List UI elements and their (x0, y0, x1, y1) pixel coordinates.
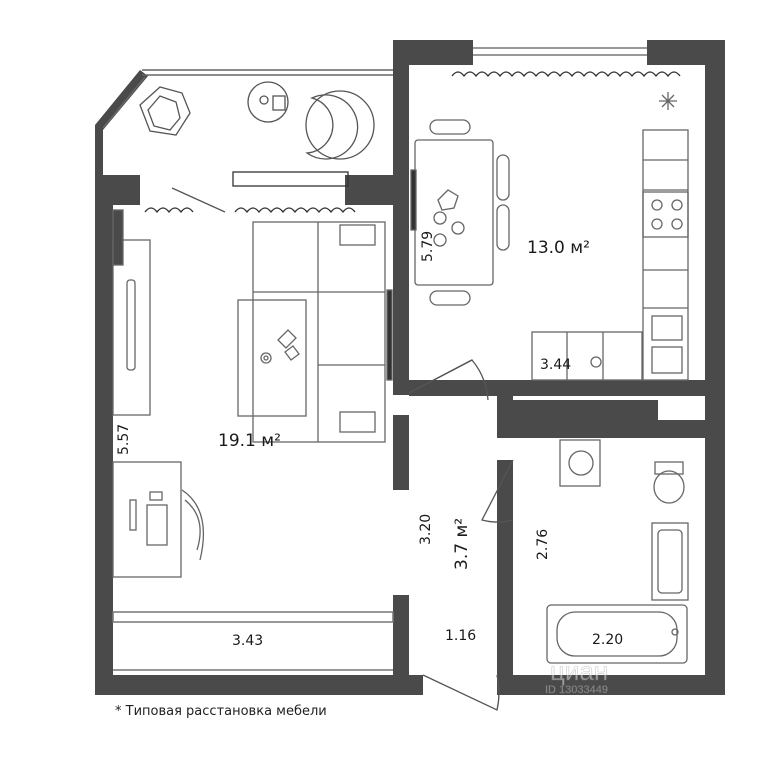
balcony-outline (102, 69, 393, 129)
dimension-hall-width: 1.16 (445, 628, 476, 644)
furniture-footnote: * Типовая расстановка мебели (115, 704, 327, 719)
hall-area-label: 3.7 м² (452, 518, 472, 570)
watermark-brand: циан (550, 656, 608, 686)
watermark-id: ID 13033449 (545, 684, 608, 696)
doors (171, 187, 514, 711)
dimension-living-height: 5.57 (116, 424, 132, 455)
balcony-furniture (139, 81, 375, 160)
windows (112, 47, 647, 671)
living-furniture (112, 209, 393, 578)
dimension-bath-width: 2.20 (592, 632, 623, 648)
watermark: циан ID 13033449 (545, 656, 609, 697)
dimension-kitchen-width: 3.44 (540, 357, 571, 373)
curtains (144, 71, 681, 214)
dimension-hall-height: 3.20 (418, 514, 434, 545)
bathroom-fixtures (546, 439, 689, 664)
kitchen-furniture (410, 92, 689, 381)
kitchen-area-label: 13.0 м² (527, 238, 590, 258)
dimension-bath-height: 2.76 (535, 529, 551, 560)
dimension-kitchen-height: 5.79 (420, 231, 436, 262)
living-area-label: 19.1 м² (218, 431, 281, 451)
walls (95, 40, 725, 695)
dimension-living-width: 3.43 (232, 633, 263, 649)
